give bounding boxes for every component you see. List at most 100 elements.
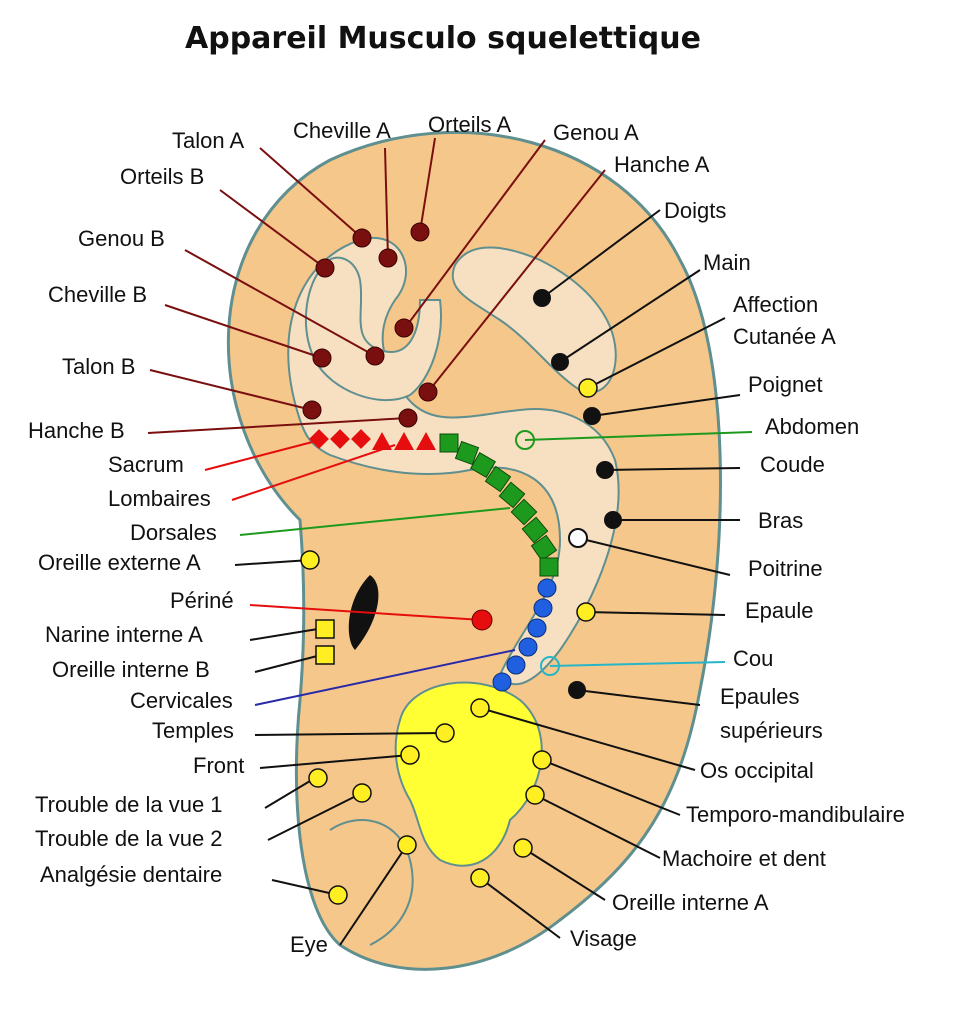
point-machoire-dent[interactable]: [525, 785, 545, 805]
label-poitrine: Poitrine: [748, 556, 823, 581]
point-front[interactable]: [400, 745, 420, 765]
dorsales-marks: [439, 433, 559, 577]
sacrum-mark[interactable]: [309, 429, 329, 449]
label-trouble-vue-1: Trouble de la vue 1: [35, 792, 223, 817]
point-poignet[interactable]: [583, 407, 601, 425]
dorsal-mark[interactable]: [530, 534, 558, 562]
cervical-point[interactable]: [537, 578, 557, 598]
dorsal-mark[interactable]: [454, 440, 480, 466]
label-abdomen: Abdomen: [765, 414, 859, 439]
point-abdomen[interactable]: [515, 430, 535, 450]
label-epaule: Epaule: [745, 598, 814, 623]
label-dorsales: Dorsales: [130, 520, 217, 545]
label-os-occipital: Os occipital: [700, 758, 814, 783]
label-genou-b: Genou B: [78, 226, 165, 251]
lombaires-mark[interactable]: [416, 432, 436, 450]
point-cheville-a[interactable]: [378, 248, 398, 268]
label-bras: Bras: [758, 508, 803, 533]
point-cou[interactable]: [540, 656, 560, 676]
label-narine-interne-a: Narine interne A: [45, 622, 203, 647]
point-visage[interactable]: [470, 868, 490, 888]
diagram-title: Appareil Musculo squelettique: [185, 21, 701, 56]
face-sketch: [329, 819, 414, 946]
connector-lines: [147, 137, 753, 946]
point-oreille-externe-a[interactable]: [300, 550, 320, 570]
point-temples[interactable]: [435, 723, 455, 743]
dorsal-mark[interactable]: [484, 465, 512, 493]
sacrum-lombaires-marks: [309, 429, 436, 450]
label-talon-a: Talon A: [172, 128, 244, 153]
cervical-point[interactable]: [533, 598, 553, 618]
point-hanche-a[interactable]: [418, 382, 438, 402]
label-lombaires: Lombaires: [108, 486, 211, 511]
point-narine-interne-a[interactable]: [315, 619, 335, 639]
label-perine: Périné: [170, 588, 234, 613]
point-coude[interactable]: [596, 461, 614, 479]
dorsal-mark[interactable]: [470, 452, 496, 478]
point-eye[interactable]: [397, 835, 417, 855]
label-cou: Cou: [733, 646, 773, 671]
point-temporo-mandibulaire[interactable]: [532, 750, 552, 770]
label-epaules-superieurs-line1: Epaules: [720, 684, 800, 709]
point-epaule[interactable]: [576, 602, 596, 622]
points-black: [533, 289, 622, 699]
label-analgesie-dentaire: Analgésie dentaire: [40, 862, 222, 887]
point-bras[interactable]: [604, 511, 622, 529]
label-orteils-a: Orteils A: [428, 112, 511, 137]
label-eye: Eye: [290, 932, 328, 957]
label-genou-a: Genou A: [553, 120, 639, 145]
label-machoire-dent: Machoire et dent: [662, 846, 826, 871]
label-sacrum: Sacrum: [108, 452, 184, 477]
point-analgesie-dentaire[interactable]: [328, 885, 348, 905]
point-cheville-b[interactable]: [312, 348, 332, 368]
label-talon-b: Talon B: [62, 354, 135, 379]
point-orteils-a[interactable]: [410, 222, 430, 242]
point-talon-a[interactable]: [352, 228, 372, 248]
label-main: Main: [703, 250, 751, 275]
sacrum-mark[interactable]: [330, 429, 350, 449]
label-visage: Visage: [570, 926, 637, 951]
lombaires-mark[interactable]: [394, 432, 414, 450]
label-oreille-interne-a: Oreille interne A: [612, 890, 769, 915]
labels: Talon A Cheville A Orteils A Genou A Han…: [28, 112, 905, 957]
dorsal-mark[interactable]: [539, 557, 559, 577]
dorsal-mark[interactable]: [439, 433, 459, 453]
point-talon-b[interactable]: [302, 400, 322, 420]
point-trouble-vue-1[interactable]: [308, 768, 328, 788]
label-orteils-b: Orteils B: [120, 164, 204, 189]
point-oreille-interne-b[interactable]: [315, 645, 335, 665]
point-trouble-vue-2[interactable]: [352, 783, 372, 803]
point-oreille-interne-a[interactable]: [513, 838, 533, 858]
cervical-point[interactable]: [506, 655, 526, 675]
point-orteils-b[interactable]: [315, 258, 335, 278]
point-epaules-superieurs[interactable]: [568, 681, 586, 699]
dorsal-mark[interactable]: [510, 498, 538, 526]
point-genou-b[interactable]: [365, 346, 385, 366]
label-poignet: Poignet: [748, 372, 823, 397]
label-hanche-a: Hanche A: [614, 152, 710, 177]
point-os-occipital[interactable]: [470, 698, 490, 718]
label-affection-line1: Affection: [733, 292, 818, 317]
sacrum-mark[interactable]: [351, 429, 371, 449]
foot-shape: [451, 246, 617, 394]
label-hanche-b: Hanche B: [28, 418, 125, 443]
cervical-point[interactable]: [492, 672, 512, 692]
label-cheville-b: Cheville B: [48, 282, 147, 307]
label-affection-line2: Cutanée A: [733, 324, 836, 349]
cervical-point[interactable]: [518, 637, 538, 657]
point-main[interactable]: [551, 353, 569, 371]
point-genou-a[interactable]: [394, 318, 414, 338]
point-hanche-b[interactable]: [398, 408, 418, 428]
label-temporo-mandibulaire: Temporo-mandibulaire: [686, 802, 905, 827]
point-doigts[interactable]: [533, 289, 551, 307]
lombaires-mark[interactable]: [372, 432, 392, 450]
label-doigts: Doigts: [664, 198, 726, 223]
point-affection-cutanee-a[interactable]: [578, 378, 598, 398]
label-epaules-superieurs-line2: supérieurs: [720, 718, 823, 743]
point-poitrine[interactable]: [568, 528, 588, 548]
dorsal-mark[interactable]: [498, 481, 526, 509]
dorsal-mark[interactable]: [521, 516, 549, 544]
point-perine[interactable]: [471, 609, 493, 631]
cervical-point[interactable]: [527, 618, 547, 638]
